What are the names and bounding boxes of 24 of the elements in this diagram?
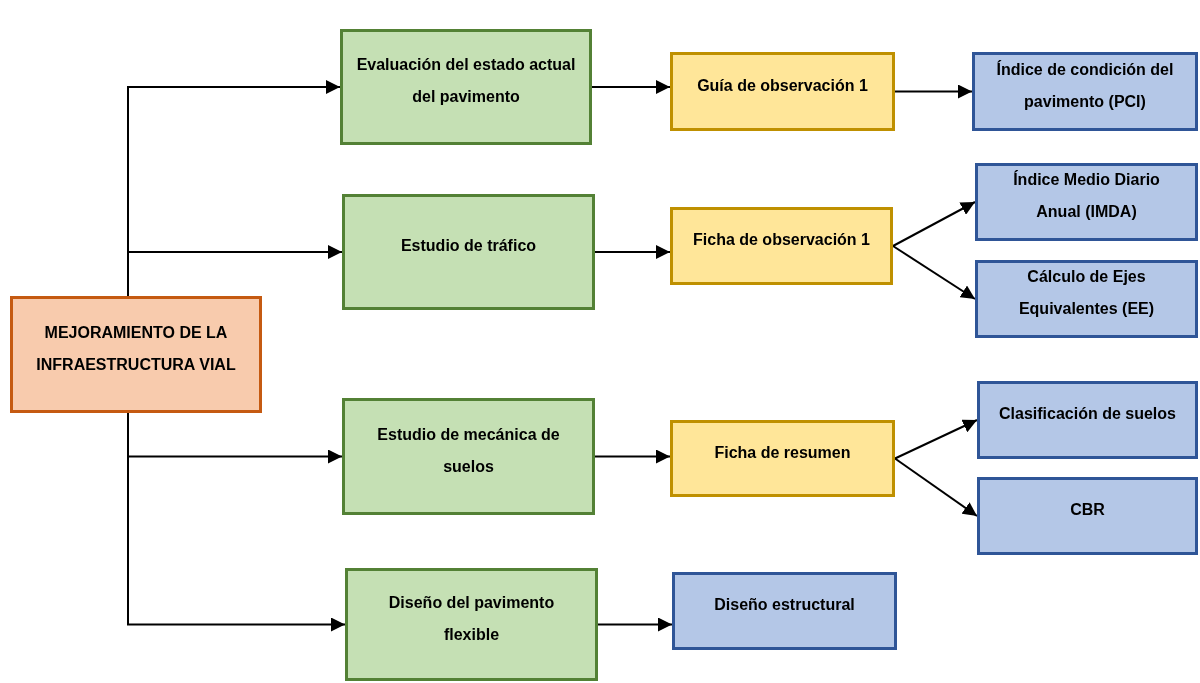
- result-box: Clasificación de suelos: [977, 381, 1198, 459]
- arrow: [594, 449, 671, 464]
- root-box: MEJORAMIENTO DE LA INFRAESTRUCTURA VIAL: [10, 296, 262, 413]
- process-box: Estudio de tráfico: [342, 194, 595, 310]
- instrument-box: Ficha de resumen: [670, 420, 895, 497]
- arrow: [892, 245, 976, 300]
- process-box: Diseño del pavimento flexible: [345, 568, 598, 681]
- arrow: [892, 201, 976, 247]
- arrow: [894, 457, 978, 517]
- result-box: Índice de condición del pavimento (PCI): [972, 52, 1198, 131]
- instrument-box: Guía de observación 1: [670, 52, 895, 131]
- arrow: [894, 84, 973, 99]
- result-box: CBR: [977, 477, 1198, 555]
- arrow: [591, 80, 671, 94]
- process-box: Evaluación del estado actual del pavimento: [340, 29, 592, 145]
- arrow: [597, 617, 673, 632]
- arrow: [594, 245, 671, 259]
- result-box: Diseño estructural: [672, 572, 897, 650]
- result-box: Cálculo de Ejes Equivalentes (EE): [975, 260, 1198, 338]
- instrument-box: Ficha de observación 1: [670, 207, 893, 285]
- result-box: Índice Medio Diario Anual (IMDA): [975, 163, 1198, 241]
- process-box: Estudio de mecánica de suelos: [342, 398, 595, 515]
- arrow: [127, 245, 343, 297]
- arrow: [894, 419, 978, 460]
